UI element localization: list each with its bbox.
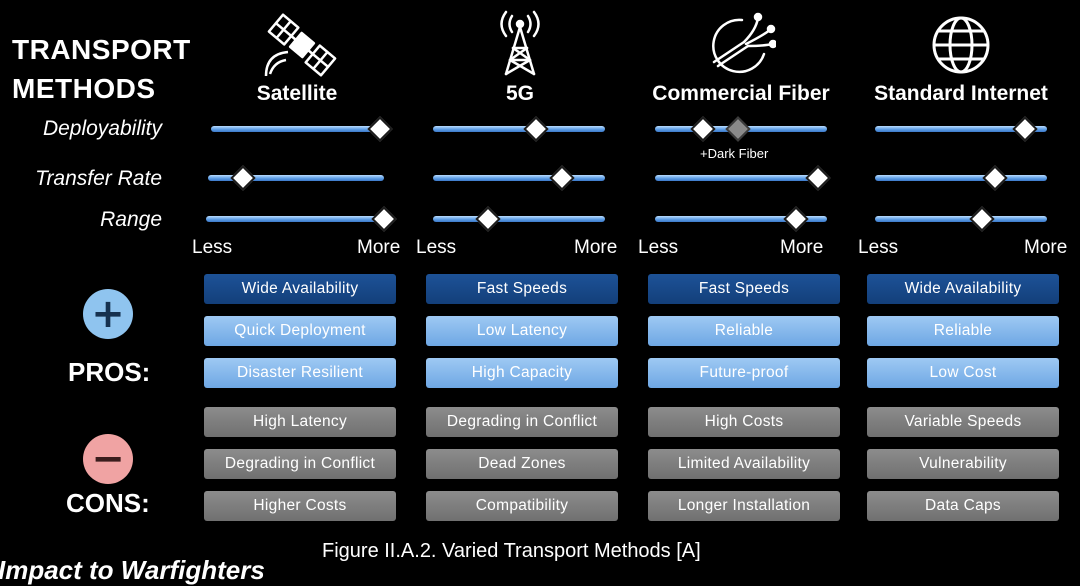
pro-pill-satellite-1: Wide Availability: [204, 274, 396, 304]
scale-less-standard-internet: Less: [858, 237, 899, 258]
con-pill-cell-tower-1: Degrading in Conflict: [426, 407, 618, 437]
minus-icon: −: [83, 434, 133, 484]
con-pill-satellite-1: High Latency: [204, 407, 396, 437]
slider-marker-dark-fiber-deployability: [724, 116, 751, 142]
con-pill-cell-tower-3: Compatibility: [426, 491, 618, 521]
pro-pill-fiber-optic-1: Fast Speeds: [648, 274, 840, 304]
slider-track-globe-deployability: [875, 126, 1047, 132]
scale-more-standard-internet: More: [1024, 237, 1068, 258]
slider-track-satellite-transfer-rate: [208, 175, 384, 181]
pro-pill-globe-2: Reliable: [867, 316, 1059, 346]
slider-marker-cell-tower-transfer-rate: [549, 165, 575, 191]
con-pill-fiber-optic-2: Limited Availability: [648, 449, 840, 479]
con-pill-fiber-optic-3: Longer Installation: [648, 491, 840, 521]
con-pill-globe-3: Data Caps: [867, 491, 1059, 521]
slider-marker-globe-transfer-rate: [982, 165, 1009, 191]
slider-marker-fiber-optic-deployability: [690, 116, 716, 142]
scale-more-commercial-fiber: More: [780, 237, 824, 258]
con-pill-globe-2: Vulnerability: [867, 449, 1059, 479]
column-title-standard-internet: Standard Internet: [874, 82, 1048, 105]
row-label-range: Range: [100, 208, 162, 231]
con-pill-satellite-3: Higher Costs: [204, 491, 396, 521]
slider-track-cell-tower-transfer-rate: [433, 175, 605, 181]
globe-icon: [930, 14, 992, 76]
column-title-5g: 5G: [505, 82, 534, 105]
con-pill-fiber-optic-1: High Costs: [648, 407, 840, 437]
pro-pill-globe-3: Low Cost: [867, 358, 1059, 388]
pro-pill-globe-1: Wide Availability: [867, 274, 1059, 304]
con-pill-satellite-2: Degrading in Conflict: [204, 449, 396, 479]
cell-tower-icon: [496, 10, 544, 76]
slider-track-cell-tower-range: [433, 216, 605, 222]
fiber-optic-icon: [704, 12, 776, 76]
column-title-commercial-fiber: Commercial Fiber: [652, 82, 830, 105]
slider-track-fiber-optic-range: [655, 216, 827, 222]
slider-marker-globe-deployability: [1011, 116, 1038, 142]
pro-pill-cell-tower-1: Fast Speeds: [426, 274, 618, 304]
slider-marker-cell-tower-range: [475, 206, 501, 232]
slider-track-globe-range: [875, 216, 1047, 222]
figure-caption: Figure II.A.2. Varied Transport Methods …: [322, 540, 701, 562]
slider-track-cell-tower-deployability: [433, 126, 605, 132]
satellite-icon: [264, 10, 340, 80]
dark-fiber-note: +Dark Fiber: [700, 146, 769, 161]
pros-label: PROS:: [68, 357, 151, 387]
pro-pill-satellite-2: Quick Deployment: [204, 316, 396, 346]
cons-label: CONS:: [66, 488, 150, 518]
row-label-deployability: Deployability: [42, 117, 162, 140]
pro-pill-cell-tower-2: Low Latency: [426, 316, 618, 346]
row-label-transfer-rate: Transfer Rate: [35, 167, 162, 190]
pro-pill-satellite-3: Disaster Resilient: [204, 358, 396, 388]
slider-track-satellite-range: [206, 216, 388, 222]
pro-pill-fiber-optic-2: Reliable: [648, 316, 840, 346]
slider-track-fiber-optic-transfer-rate: [655, 175, 827, 181]
slider-marker-cell-tower-deployability: [523, 116, 549, 142]
slider-marker-satellite-range: [371, 206, 398, 232]
page-title: TRANSPORT METHODS: [12, 34, 191, 104]
plus-icon: +: [83, 289, 133, 339]
con-pill-globe-1: Variable Speeds: [867, 407, 1059, 437]
slider-marker-satellite-transfer-rate: [230, 165, 256, 191]
pro-pill-cell-tower-3: High Capacity: [426, 358, 618, 388]
slider-track-globe-transfer-rate: [875, 175, 1047, 181]
scale-less-commercial-fiber: Less: [638, 237, 679, 258]
slider-marker-globe-range: [968, 206, 995, 232]
scale-less-5g: Less: [416, 237, 457, 258]
scale-more-satellite: More: [357, 237, 401, 258]
slider-marker-satellite-deployability: [367, 116, 393, 142]
slider-marker-fiber-optic-transfer-rate: [805, 165, 832, 191]
scale-less-satellite: Less: [192, 237, 233, 258]
scale-more-5g: More: [574, 237, 618, 258]
slider-marker-fiber-optic-range: [783, 206, 809, 232]
pro-pill-fiber-optic-3: Future-proof: [648, 358, 840, 388]
section-heading-cutoff: Impact to Warfighters: [0, 555, 265, 585]
con-pill-cell-tower-2: Dead Zones: [426, 449, 618, 479]
column-title-satellite: Satellite: [256, 82, 338, 105]
slider-track-satellite-deployability: [211, 126, 387, 132]
